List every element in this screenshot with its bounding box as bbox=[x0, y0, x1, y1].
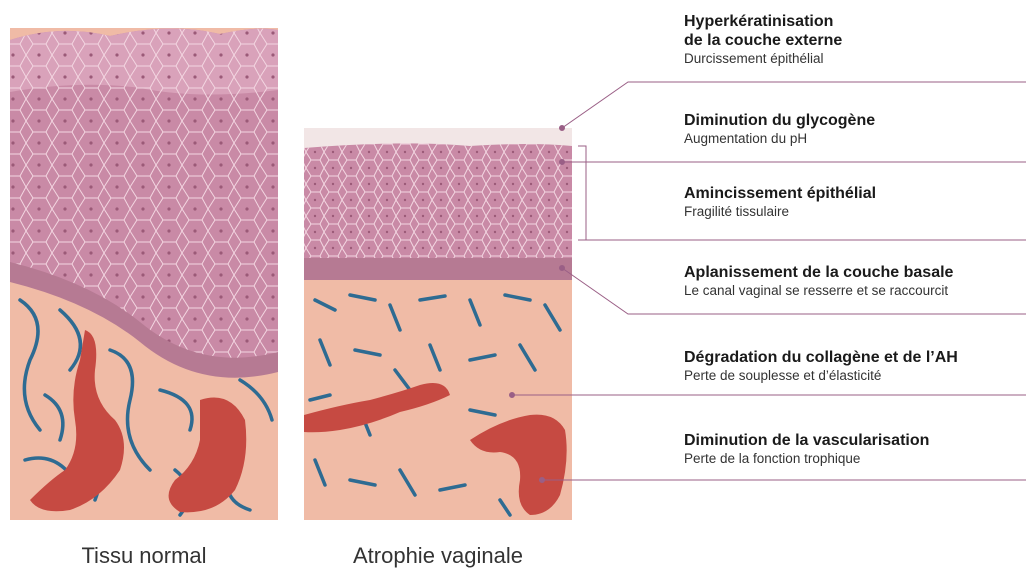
annotation-title: de la couche externe bbox=[684, 31, 842, 50]
annotation-subtitle: Durcissement épithélial bbox=[684, 50, 842, 67]
annotation-title: Diminution du glycogène bbox=[684, 111, 875, 130]
annotation-subtitle: Perte de la fonction trophique bbox=[684, 450, 929, 467]
atrophy-cell-pattern bbox=[304, 143, 572, 258]
annotation-title: Amincissement épithélial bbox=[684, 184, 876, 203]
caption-vaginal-atrophy: Atrophie vaginale bbox=[304, 543, 572, 569]
annotation-subtitle: Perte de souplesse et d’élasticité bbox=[684, 367, 958, 384]
annotation-epithelial-thinning: Amincissement épithélial Fragilité tissu… bbox=[684, 184, 876, 220]
annotation-subtitle: Le canal vaginal se resserre et se racco… bbox=[684, 282, 953, 299]
annotation-vascularization: Diminution de la vascularisation Perte d… bbox=[684, 431, 929, 467]
annotation-title: Hyperkératinisation bbox=[684, 12, 842, 31]
leader-dot-keratinization bbox=[560, 126, 565, 131]
annotation-title: Aplanissement de la couche basale bbox=[684, 263, 953, 282]
annotation-subtitle: Fragilité tissulaire bbox=[684, 203, 876, 220]
annotation-collagen-degradation: Dégradation du collagène et de l’AH Pert… bbox=[684, 348, 958, 384]
atrophy-basal-layer bbox=[304, 258, 572, 280]
normal-tissue-panel bbox=[10, 28, 278, 520]
caption-normal-tissue: Tissu normal bbox=[10, 543, 278, 569]
leader-dot-basal bbox=[560, 266, 565, 271]
leader-dot-collagen bbox=[510, 393, 515, 398]
atrophy-tissue-panel bbox=[304, 128, 572, 520]
annotation-basal-flattening: Aplanissement de la couche basale Le can… bbox=[684, 263, 953, 299]
annotation-glycogen: Diminution du glycogène Augmentation du … bbox=[684, 111, 875, 147]
annotation-hyperkeratinization: Hyperkératinisation de la couche externe… bbox=[684, 12, 842, 67]
annotation-subtitle: Augmentation du pH bbox=[684, 130, 875, 147]
leader-dot-vascular bbox=[540, 478, 545, 483]
annotation-title: Dégradation du collagène et de l’AH bbox=[684, 348, 958, 367]
annotation-title: Diminution de la vascularisation bbox=[684, 431, 929, 450]
leader-dot-glycogen bbox=[560, 160, 565, 165]
